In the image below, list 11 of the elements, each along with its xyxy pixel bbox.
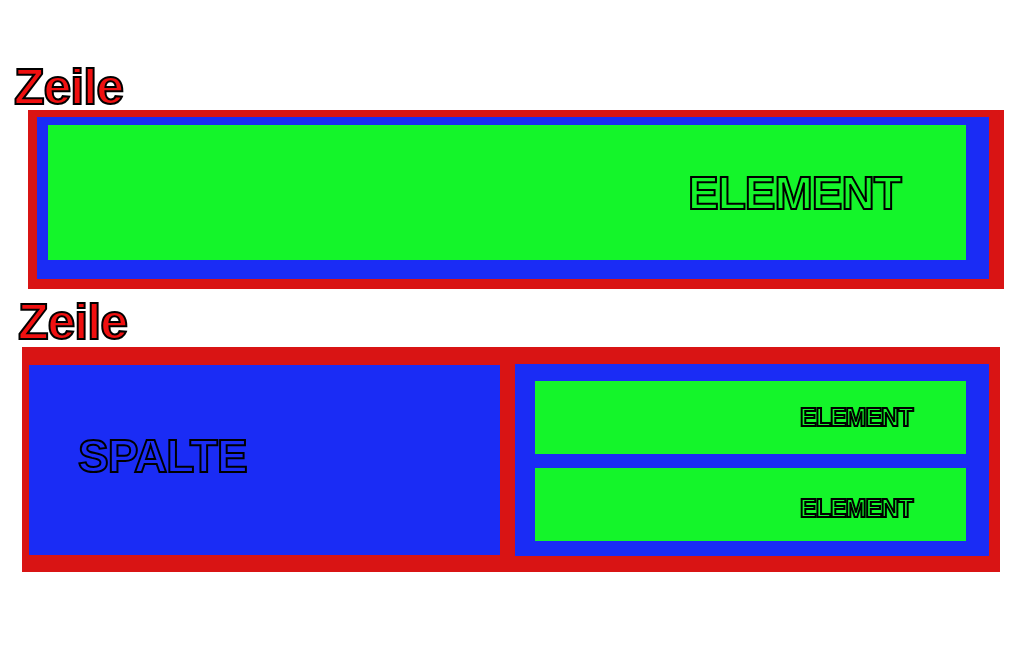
column-panel: [29, 365, 500, 555]
element-box: [48, 125, 966, 260]
element-label: ELEMENT: [688, 170, 901, 216]
row-label: Zeile: [14, 62, 123, 112]
element-label: ELEMENT: [800, 405, 913, 430]
element-box: [535, 468, 966, 541]
element-box: [535, 381, 966, 454]
row-label: Zeile: [18, 297, 127, 347]
column-label: SPALTE: [78, 433, 247, 479]
element-label: ELEMENT: [800, 496, 913, 521]
column-panel: [516, 365, 988, 555]
